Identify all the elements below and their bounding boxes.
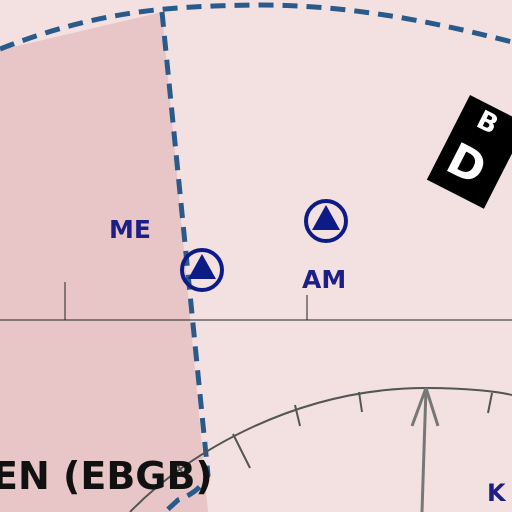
- partial-label-east: K: [487, 479, 506, 507]
- navaid-triangle-icon: [304, 199, 348, 243]
- compass-north-pointer: [410, 387, 440, 512]
- navaid-triangle-icon: [180, 248, 224, 292]
- compass-rose-ticks: [177, 391, 493, 479]
- aerodrome-label: EN (EBGB): [0, 454, 213, 498]
- left-airspace-sector: [0, 12, 208, 512]
- waypoint-label-am: AM: [302, 265, 347, 294]
- waypoint-label-me: ME: [109, 215, 151, 244]
- airspace-boundary-arc: [0, 2, 512, 52]
- airspace-boundary-line: [159, 11, 211, 512]
